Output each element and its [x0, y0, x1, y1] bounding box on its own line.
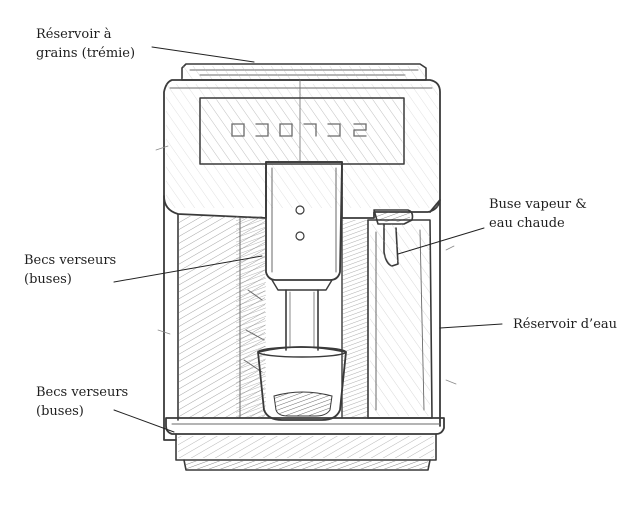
label-spouts-lower: Becs verseurs (buses) [36, 383, 128, 421]
drip-tray [165, 417, 445, 471]
machine-lower-body [163, 195, 369, 441]
bean-hopper [181, 63, 427, 81]
leader-water [439, 323, 503, 329]
leader-steam [397, 227, 485, 255]
label-spouts-lower-line-1: Becs verseurs [36, 385, 129, 400]
label-water-tank-line-1: Réservoir d’eau [513, 317, 618, 332]
leader-spouts-upper [113, 255, 263, 283]
leader-hopper [151, 46, 255, 63]
label-water-tank: Réservoir d’eau [513, 315, 617, 334]
leader-spouts-lower [113, 409, 175, 433]
coffee-cup [257, 346, 347, 421]
display-panel [199, 97, 405, 165]
sketch-marks [155, 145, 457, 385]
coffee-streams [285, 289, 319, 351]
label-spouts-lower-line-2: (buses) [36, 404, 84, 419]
label-bean-hopper: Réservoir à grains (trémie) [36, 25, 135, 63]
label-steam-wand-line-1: Buse vapeur & [489, 197, 587, 212]
water-tank [367, 199, 441, 427]
leader-lines [113, 46, 503, 433]
label-bean-hopper-line-2: grains (trémie) [36, 46, 136, 61]
display-digits [231, 123, 367, 137]
label-steam-wand-line-2: eau chaude [489, 216, 565, 231]
label-spouts-upper-line-2: (buses) [24, 272, 72, 287]
label-steam-wand: Buse vapeur & eau chaude [489, 195, 587, 233]
label-bean-hopper-line-1: Réservoir à [36, 27, 112, 42]
label-spouts-upper: Becs verseurs (buses) [24, 251, 116, 289]
label-spouts-upper-line-1: Becs verseurs [24, 253, 117, 268]
brew-spout-unit [265, 161, 343, 291]
